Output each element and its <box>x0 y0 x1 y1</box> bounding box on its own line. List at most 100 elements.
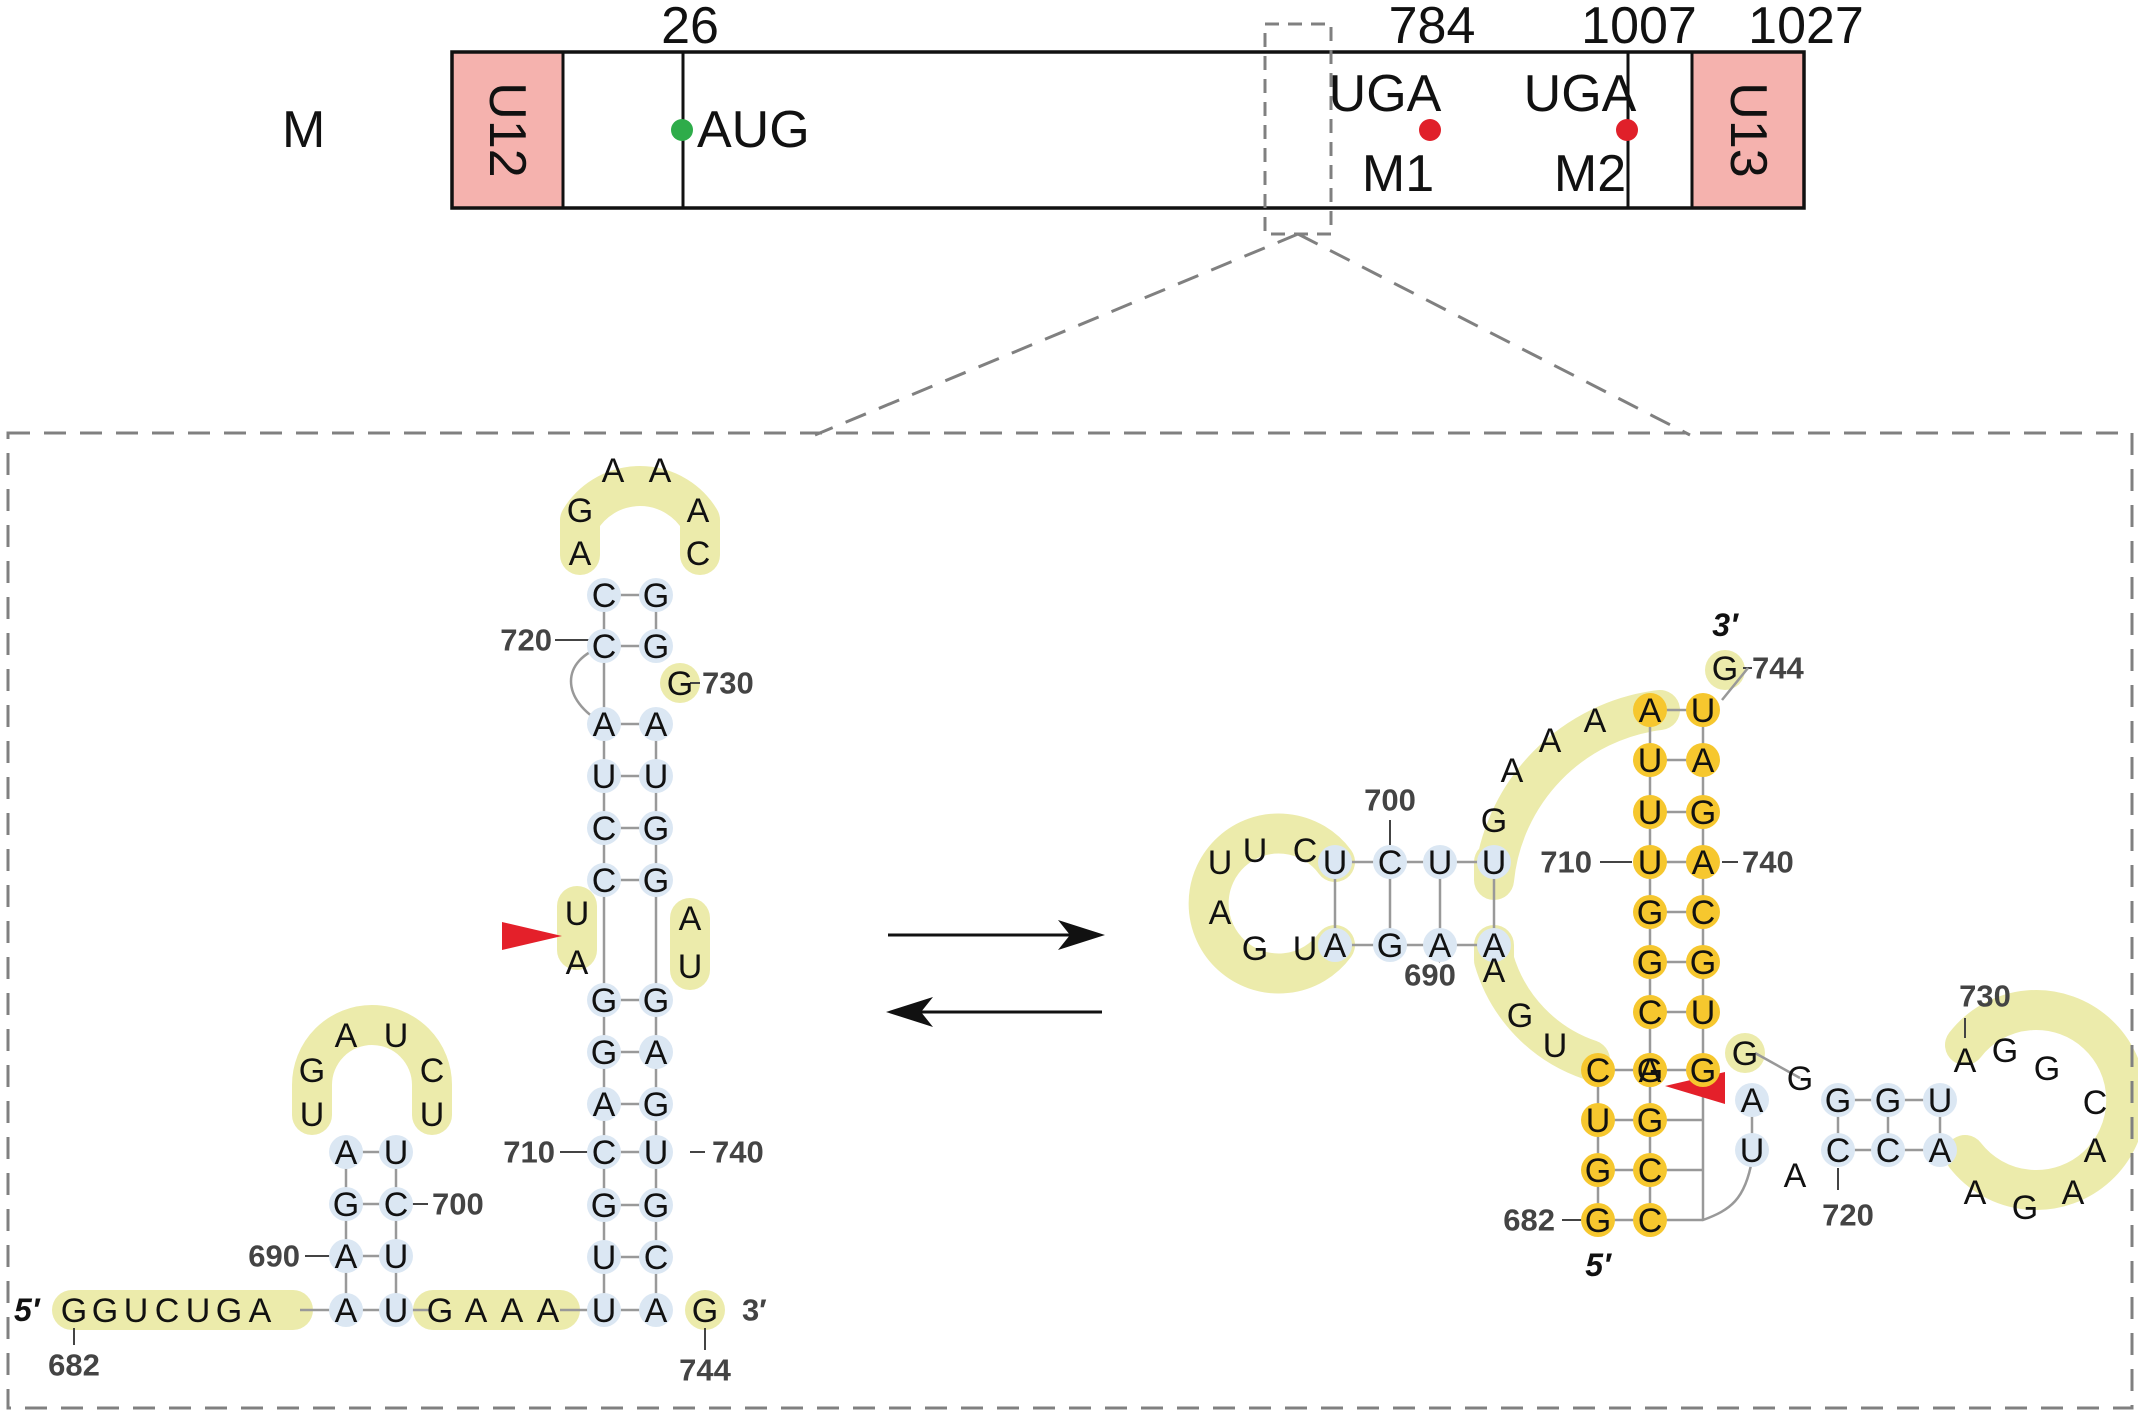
left-stem2-right-nt-5: G <box>643 862 669 900</box>
left-stem2-right-nt-2: A <box>645 706 668 744</box>
left-loop1-nt-3: U <box>384 1017 409 1055</box>
right-label-730: 730 <box>1959 979 2011 1014</box>
right-helix-right-nt-0: U <box>1691 692 1716 730</box>
right-helix-left-nt-11-dot <box>1633 1203 1667 1237</box>
right-inner-top-nt-0: G <box>1825 1082 1851 1120</box>
left-label-720: 720 <box>500 623 552 658</box>
left-stem2-right-nt-8-dot <box>639 1087 673 1121</box>
right-helix-outer-g2: G <box>1585 1202 1611 1240</box>
left-tail-nt-6: A <box>249 1292 272 1330</box>
right-inner-connector <box>1701 1158 1754 1222</box>
utr5-label: U12 <box>478 82 536 177</box>
left-stem2-right-nt-3: U <box>644 758 669 796</box>
utr3-label: U13 <box>1719 82 1777 177</box>
left-stem2-left-nt-11: U <box>592 1239 617 1277</box>
right-junction-bottom-band <box>1474 925 1610 1080</box>
left-stem2-right-nt-5-dot <box>639 863 673 897</box>
right-hairpin-loop-a: A <box>1209 894 1232 932</box>
left-label-730: 730 <box>702 666 754 701</box>
left-stem2-right-nt-0: G <box>643 577 669 615</box>
right-hairpin-loop-c: U <box>1243 832 1268 870</box>
right-inner-top-nt-2-dot <box>1923 1083 1957 1117</box>
left-tail-nt-3: C <box>155 1292 180 1330</box>
right-helix-left-nt-1-dot <box>1633 743 1667 777</box>
reverse-arrowhead <box>886 997 933 1027</box>
left-stem2-right-nt-12-dot <box>639 1293 673 1327</box>
left-stem2-right-nt-1-dot <box>639 629 673 663</box>
left-stem2-left-nt-6-dot <box>587 983 621 1017</box>
left-loop2-nt-2: A <box>602 452 625 490</box>
right-label-710: 710 <box>1540 845 1592 880</box>
right-label-720: 720 <box>1822 1198 1874 1233</box>
left-loop1-nt-4: C <box>420 1052 445 1090</box>
right-helix-right-nt-1: A <box>1692 742 1715 780</box>
right-helix-right-nt-3-dot <box>1686 845 1720 879</box>
left-stem2-right-nt-12: A <box>645 1292 668 1330</box>
left-stem1-left-nt-1: G <box>333 1186 359 1224</box>
right-junction-a1: A <box>1501 752 1524 790</box>
left-stem1-left-nt-3: A <box>335 1292 358 1330</box>
right-hairpin-loop-u2: U <box>1208 844 1233 882</box>
left-g744-nt: G <box>692 1292 718 1330</box>
right-inner-link <box>1754 1051 1801 1080</box>
left-bulge-g1: U <box>565 895 590 933</box>
left-stem2-left-nt-8-dot <box>587 1087 621 1121</box>
left-stem1-left-nt-2-dot <box>329 1239 363 1273</box>
right-hairpin-bottom-nt-1-dot <box>1373 928 1407 962</box>
left-five-prime: 5′ <box>14 1292 41 1328</box>
left-stem2-right-nt-4-dot <box>639 811 673 845</box>
left-linker-nt-2: A <box>501 1292 524 1330</box>
left-stem1-left-nt-3-dot <box>329 1293 363 1327</box>
right-label-690: 690 <box>1404 958 1456 993</box>
left-stem1-left-nt-1-dot <box>329 1187 363 1221</box>
inset-frame <box>6 431 2134 1410</box>
right-helix-left-nt-5: G <box>1637 944 1663 982</box>
right-helix-outer-u: U <box>1586 1102 1611 1140</box>
right-hairpin-loop-band <box>1188 813 1355 994</box>
left-loop1-band <box>292 1005 452 1135</box>
left-bulge-g2: A <box>566 944 589 982</box>
left-label-682: 682 <box>48 1348 100 1383</box>
right-label-744: 744 <box>1752 651 1804 686</box>
left-stem1-right-nt-1-dot <box>379 1187 413 1221</box>
right-helix-left-nt-5-dot <box>1633 945 1667 979</box>
right-helix-outer-g1: G <box>1585 1152 1611 1190</box>
segment-bar <box>450 50 1806 210</box>
right-inner-loop-nt-0: A <box>1954 1042 1977 1080</box>
right-helix-left-nt-6-dot <box>1633 995 1667 1029</box>
stop-codon-1-label: UGA <box>1329 65 1442 123</box>
right-inner-bottom-nt-1: C <box>1876 1132 1901 1170</box>
left-stem2-right-nt-10: G <box>643 1187 669 1225</box>
right-hairpin-bottom-nt-2-dot <box>1423 928 1457 962</box>
right-helix-left-nt-0-dot <box>1633 693 1667 727</box>
utr3-box <box>1692 52 1804 208</box>
stop-codon-2-dot <box>1616 119 1638 141</box>
right-helix-left-nt-9: G <box>1637 1102 1663 1140</box>
right-label-700: 700 <box>1364 783 1416 818</box>
utr5-box <box>452 52 563 208</box>
right-inner-loop-nt-2: G <box>2034 1050 2060 1088</box>
left-label-710: 710 <box>503 1135 555 1170</box>
right-helix-outer-g1-dot <box>1581 1153 1615 1187</box>
left-loop2-nt-1: G <box>567 492 593 530</box>
right-helix-right-nt-0-dot <box>1686 693 1720 727</box>
left-stem2-right-nt-2-dot <box>639 707 673 741</box>
left-stem1-right-nt-0: U <box>384 1134 409 1172</box>
right-helix-right-nt-2-dot <box>1686 795 1720 829</box>
left-stem2-right-nt-0-dot <box>639 578 673 612</box>
right-inner-g2: G <box>1787 1060 1813 1098</box>
right-helix-outer-g2-dot <box>1581 1203 1615 1237</box>
zoom-region-box <box>1263 22 1333 236</box>
right-helix-left-nt-8-dot <box>1633 1053 1667 1087</box>
left-stem2-left-nt-3-dot <box>587 759 621 793</box>
right-junction-a3: A <box>1584 702 1607 740</box>
right-hairpin-bottom-nt-3-dot <box>1477 928 1511 962</box>
right-helix-right-nt-3: A <box>1692 844 1715 882</box>
left-stem2-right-nt-3-dot <box>639 759 673 793</box>
left-stem1-right-nt-2-dot <box>379 1239 413 1273</box>
left-a730-nt: G <box>667 665 693 703</box>
left-stem2-left-nt-3: U <box>592 758 617 796</box>
right-helix-left-nt-10-dot <box>1633 1153 1667 1187</box>
right-helix-right-nt-2: G <box>1690 794 1716 832</box>
left-stem1-left-nt-0: A <box>335 1134 358 1172</box>
